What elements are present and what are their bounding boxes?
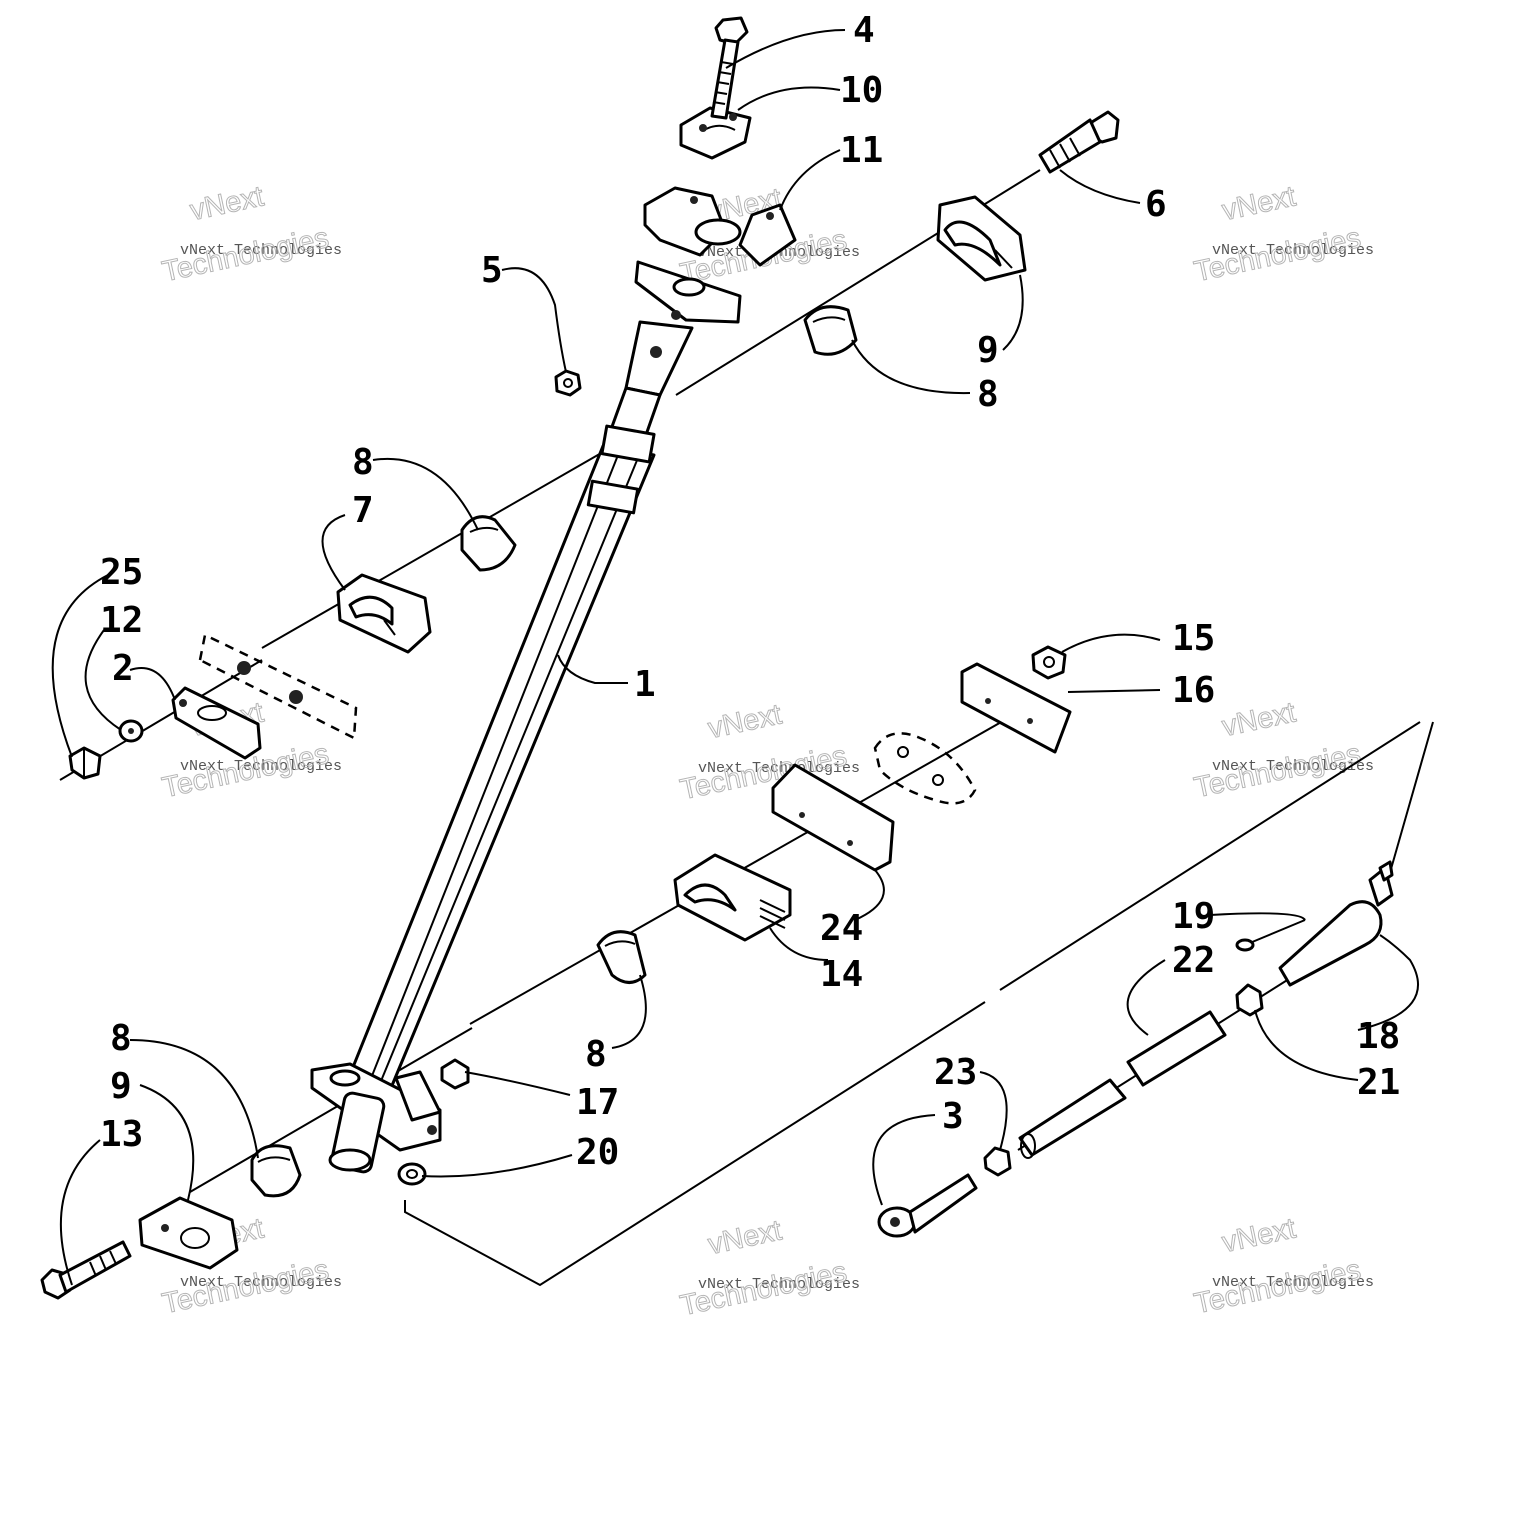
callout-8-lower: 8 bbox=[110, 1018, 132, 1059]
callout-22: 22 bbox=[1172, 940, 1215, 981]
callout-16: 16 bbox=[1172, 670, 1215, 711]
callout-2: 2 bbox=[112, 648, 134, 689]
callout-8-right: 8 bbox=[585, 1034, 607, 1075]
tie-rod-tube bbox=[1018, 1078, 1127, 1159]
watermark-small: vNext Technologies bbox=[698, 1276, 860, 1293]
callout-8-middle: 8 bbox=[352, 442, 374, 483]
watermark-big-bottom: Technologies bbox=[1191, 738, 1363, 804]
callout-13: 13 bbox=[100, 1114, 143, 1155]
nut-25 bbox=[68, 746, 102, 780]
top-clamp-upper bbox=[679, 106, 752, 160]
middle-clamp-7 bbox=[336, 573, 432, 654]
callout-1: 1 bbox=[634, 664, 656, 705]
plate-24 bbox=[771, 763, 895, 872]
watermark-small: vNext Technologies bbox=[180, 758, 342, 775]
jam-nut-23 bbox=[983, 1146, 1012, 1177]
callout-19: 19 bbox=[1172, 896, 1215, 937]
sleeve-22 bbox=[1126, 1010, 1227, 1087]
callout-numbers: 4 10 11 5 6 9 8 8 7 25 12 2 1 15 16 24 1… bbox=[100, 10, 1400, 1173]
watermark-big-top: vNext bbox=[187, 181, 266, 228]
hex-bolt-4 bbox=[710, 16, 749, 120]
plate-16 bbox=[960, 662, 1072, 754]
callout-3: 3 bbox=[942, 1096, 964, 1137]
watermark-big-bottom: Technologies bbox=[1191, 1254, 1363, 1320]
callout-6: 6 bbox=[1145, 184, 1167, 225]
callout-18: 18 bbox=[1357, 1016, 1400, 1057]
watermark-big-bottom: Technologies bbox=[1191, 222, 1363, 288]
nut-17 bbox=[440, 1058, 470, 1090]
callout-17: 17 bbox=[576, 1082, 619, 1123]
bushing-8-right bbox=[596, 930, 647, 984]
tie-rod-end-3 bbox=[877, 1173, 978, 1238]
dashed-arm-right bbox=[873, 732, 977, 805]
hex-bolt-13 bbox=[40, 1240, 132, 1300]
callout-5: 5 bbox=[481, 250, 503, 291]
watermark-big-top: vNext bbox=[705, 1215, 784, 1262]
upper-bushing-8 bbox=[803, 305, 858, 356]
cotter-pin-19 bbox=[1235, 919, 1306, 952]
top-clamp-lower bbox=[643, 186, 797, 267]
callout-8-upper: 8 bbox=[977, 374, 999, 415]
upper-clamp-9 bbox=[936, 195, 1027, 282]
callout-15: 15 bbox=[1172, 618, 1215, 659]
watermark-small: vNext Technologies bbox=[1212, 758, 1374, 775]
steering-post bbox=[310, 260, 742, 1174]
lower-bushing-8 bbox=[250, 1144, 302, 1198]
steering-arm-dashed bbox=[198, 633, 358, 740]
lower-clamp-9 bbox=[138, 1196, 239, 1270]
jam-nut-21 bbox=[1235, 983, 1264, 1017]
callout-11: 11 bbox=[840, 130, 883, 171]
callout-24: 24 bbox=[820, 908, 863, 949]
callout-14: 14 bbox=[820, 954, 863, 995]
hex-bolt-6 bbox=[1038, 110, 1120, 174]
callout-10: 10 bbox=[840, 70, 883, 111]
middle-bushing-8 bbox=[460, 515, 517, 572]
watermark-small: vNext Technologies bbox=[180, 1274, 342, 1291]
watermark-small: vNext Technologies bbox=[1212, 242, 1374, 259]
steering-arm-2 bbox=[171, 686, 262, 760]
tie-rod-end-18 bbox=[1278, 860, 1394, 987]
watermark-big-top: vNext bbox=[1219, 697, 1298, 744]
callout-9-lower: 9 bbox=[110, 1066, 132, 1107]
watermark-small: vNext Technologies bbox=[180, 242, 342, 259]
callout-7: 7 bbox=[352, 490, 374, 531]
washer-12 bbox=[118, 719, 144, 743]
callout-25: 25 bbox=[100, 552, 143, 593]
nut-15 bbox=[1031, 645, 1067, 680]
callout-4: 4 bbox=[853, 10, 875, 51]
watermark-big-top: vNext bbox=[1219, 181, 1298, 228]
callout-12: 12 bbox=[100, 600, 143, 641]
hex-nut-5 bbox=[554, 369, 582, 397]
callout-20: 20 bbox=[576, 1132, 619, 1173]
callout-21: 21 bbox=[1357, 1062, 1400, 1103]
watermark-big-bottom: Technologies bbox=[159, 1254, 331, 1320]
washer-20 bbox=[397, 1162, 427, 1186]
watermark-big-bottom: Technologies bbox=[677, 1256, 849, 1322]
callout-23: 23 bbox=[934, 1052, 977, 1093]
watermark-small: vNext Technologies bbox=[1212, 1274, 1374, 1291]
watermark-big-top: vNext bbox=[705, 699, 784, 746]
watermark-big-bottom: Technologies bbox=[159, 222, 331, 288]
watermark-small: vNext Technologies bbox=[698, 760, 860, 777]
clamp-14 bbox=[673, 853, 792, 942]
callout-9-upper: 9 bbox=[977, 330, 999, 371]
leader-lines bbox=[51, 29, 1419, 1286]
watermark-big-top: vNext bbox=[1219, 1213, 1298, 1260]
